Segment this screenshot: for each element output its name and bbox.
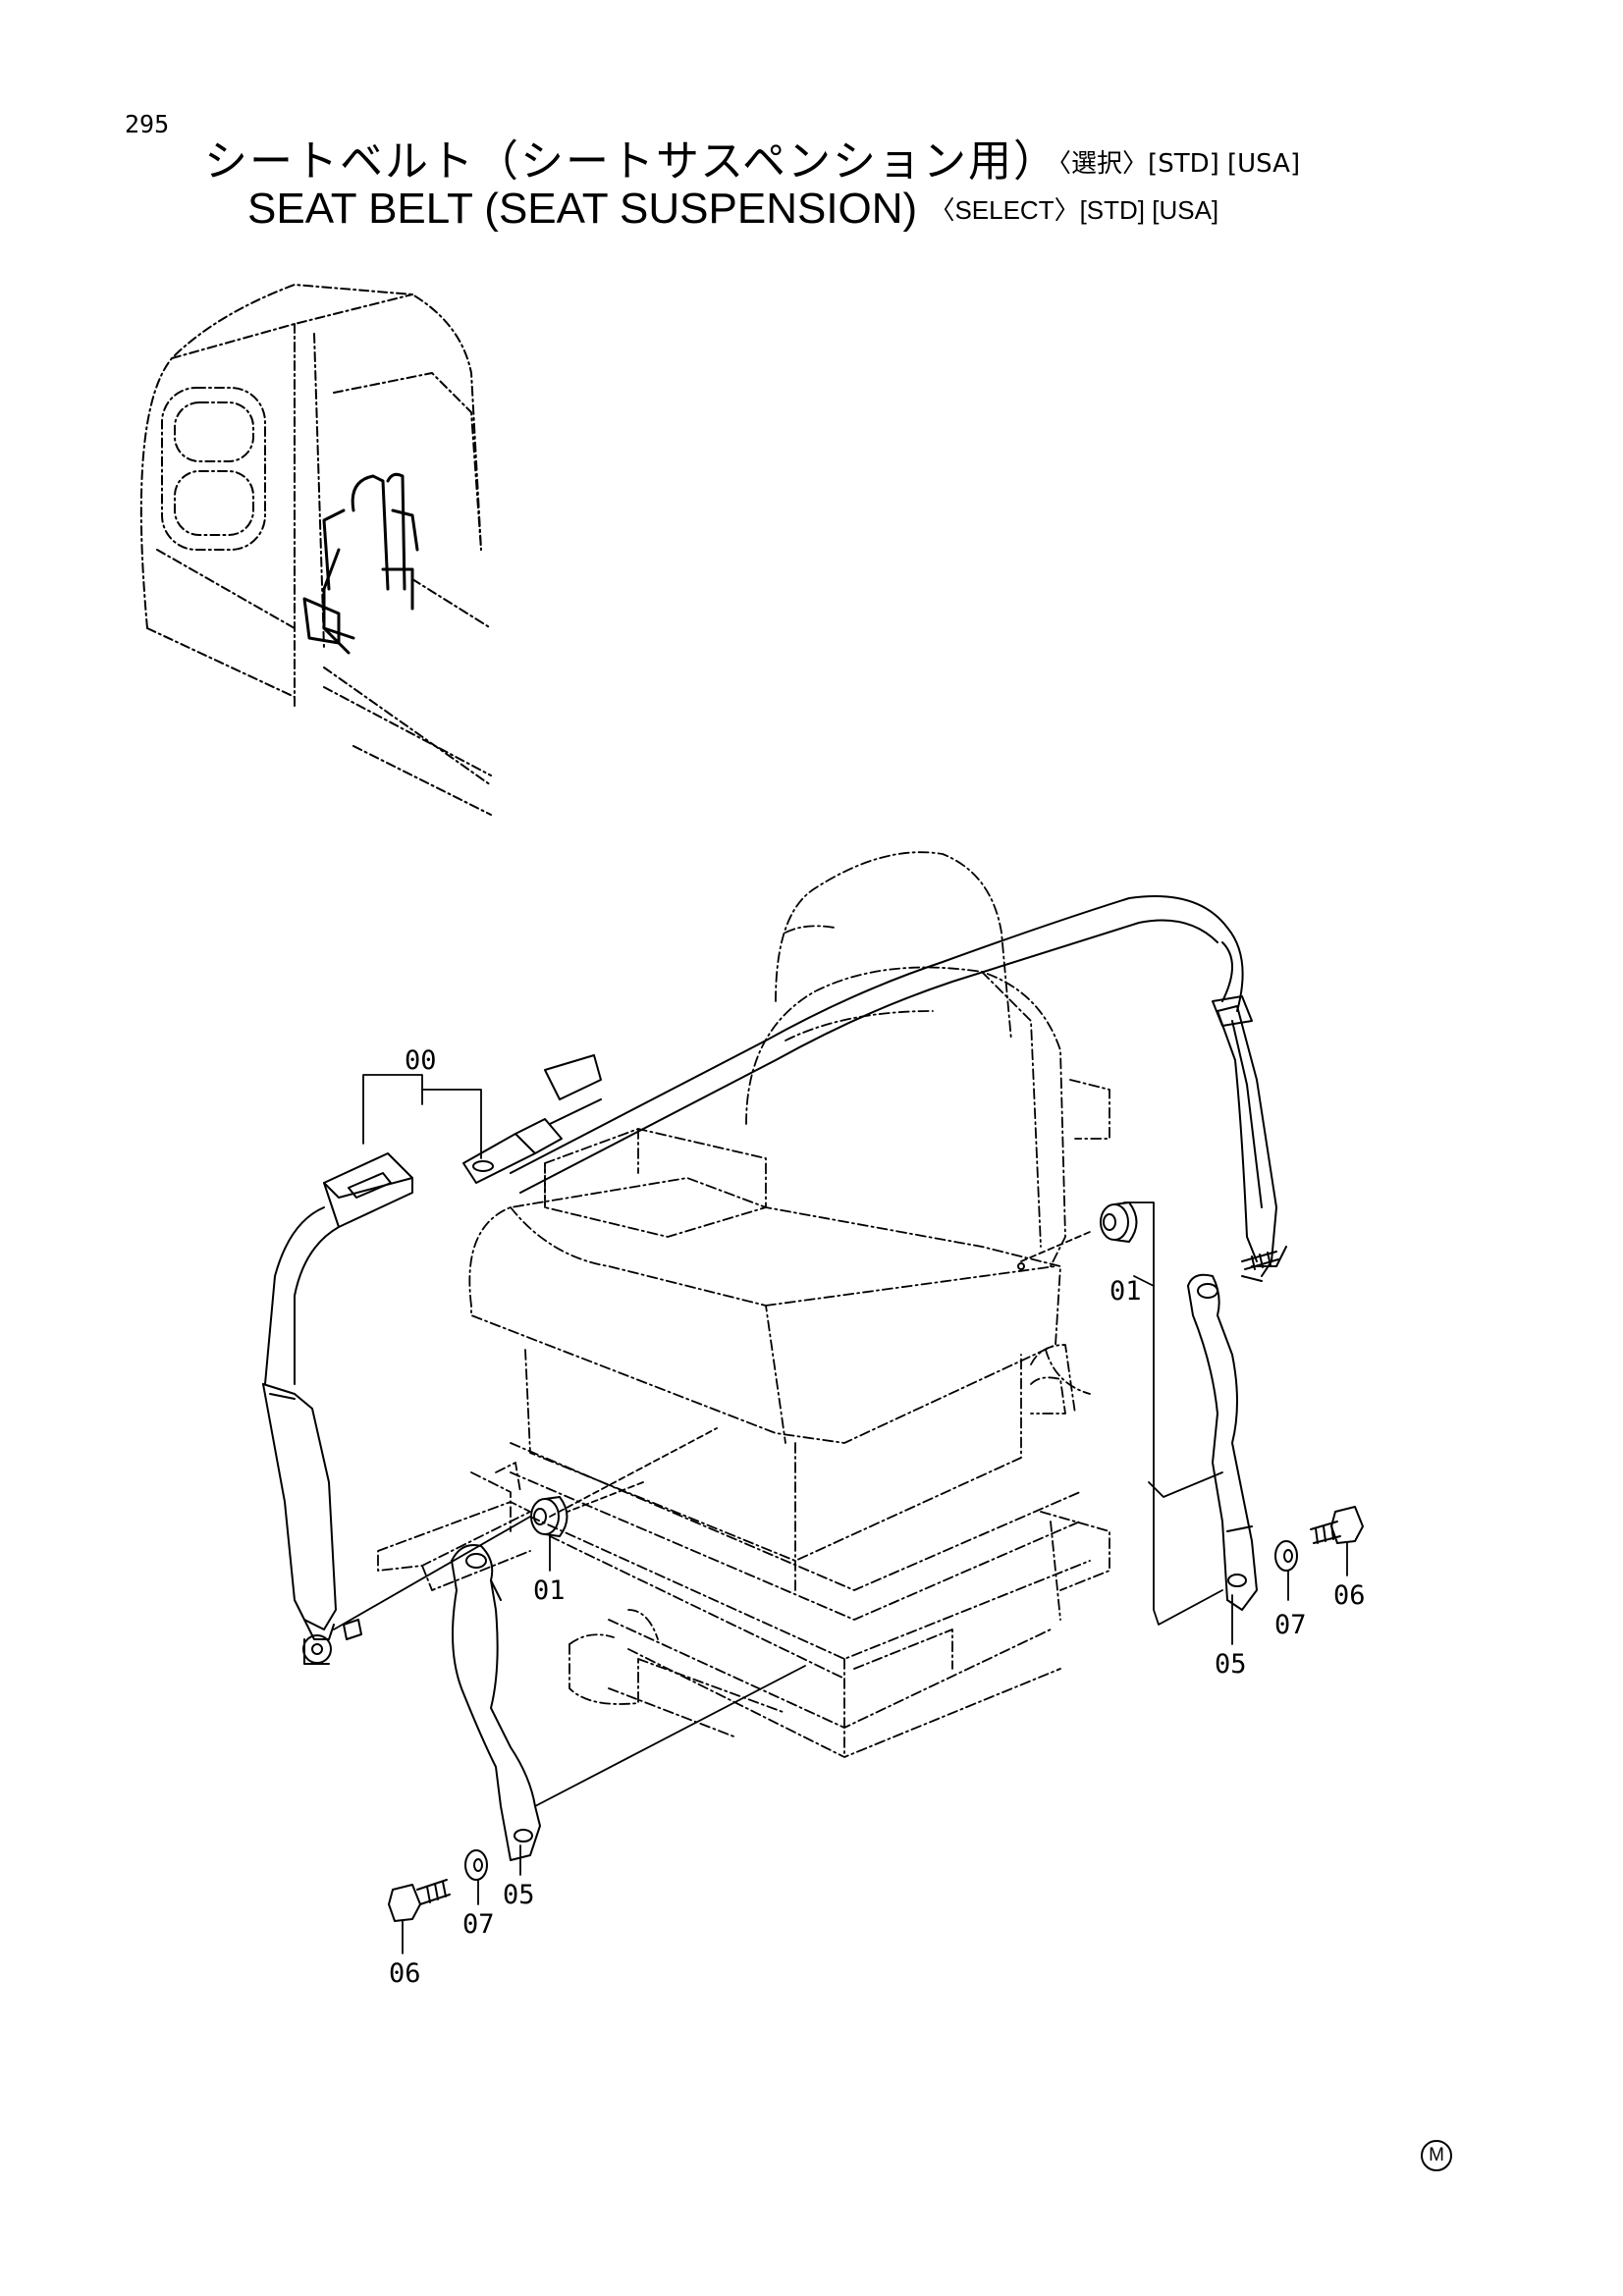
spacer-01-right	[1100, 1201, 1138, 1243]
title-japanese: シートベルト（シートサスペンション用）〈選択〉[STD] [USA]	[204, 126, 1300, 188]
bolt-06-left	[388, 1879, 451, 1922]
leader-lines	[333, 1074, 1348, 1954]
title-english-tags: 〈SELECT〉[STD] [USA]	[929, 195, 1219, 225]
title-japanese-tags: 〈選択〉[STD] [USA]	[1058, 149, 1301, 179]
inset-seat-belt-highlight	[302, 472, 419, 655]
spacer-01-left	[530, 1496, 568, 1537]
page-number: 295	[125, 110, 170, 138]
belt-latch-plate	[462, 1054, 602, 1184]
buckle-strap-bolt	[343, 1619, 362, 1640]
callout-01-left: 01	[533, 1575, 566, 1606]
left-buckle-strap	[262, 1152, 413, 1665]
callout-00: 00	[405, 1045, 437, 1076]
washer-07-left	[464, 1849, 488, 1881]
washer-07-right	[1274, 1540, 1298, 1572]
bolt-06-right	[1310, 1506, 1364, 1544]
cab-overview-inset	[139, 284, 492, 816]
seat-ghost-outline	[377, 851, 1110, 1758]
retractor-bolt-right	[1241, 1251, 1279, 1270]
right-retractor-strap	[1212, 995, 1287, 1282]
title-english-text: SEAT BELT (SEAT SUSPENSION)	[247, 185, 918, 233]
title-english: SEAT BELT (SEAT SUSPENSION) 〈SELECT〉[STD…	[247, 185, 1218, 234]
right-bracket-strap	[1187, 1273, 1258, 1611]
upper-belt-strap	[510, 895, 1244, 1194]
callout-06-right: 06	[1333, 1580, 1366, 1611]
callout-05-left: 05	[503, 1880, 535, 1910]
callout-07-left: 07	[462, 1909, 495, 1940]
callout-01-right: 01	[1109, 1276, 1142, 1307]
callout-06-left: 06	[389, 1958, 421, 1989]
callout-05-right: 05	[1215, 1649, 1247, 1680]
left-bracket-strap	[451, 1544, 541, 1861]
corner-mark: M	[1421, 2140, 1452, 2171]
title-japanese-text: シートベルト（シートサスペンション用）	[204, 136, 1059, 187]
seat-back-screw	[1017, 1262, 1025, 1270]
callout-07-right: 07	[1274, 1610, 1307, 1640]
